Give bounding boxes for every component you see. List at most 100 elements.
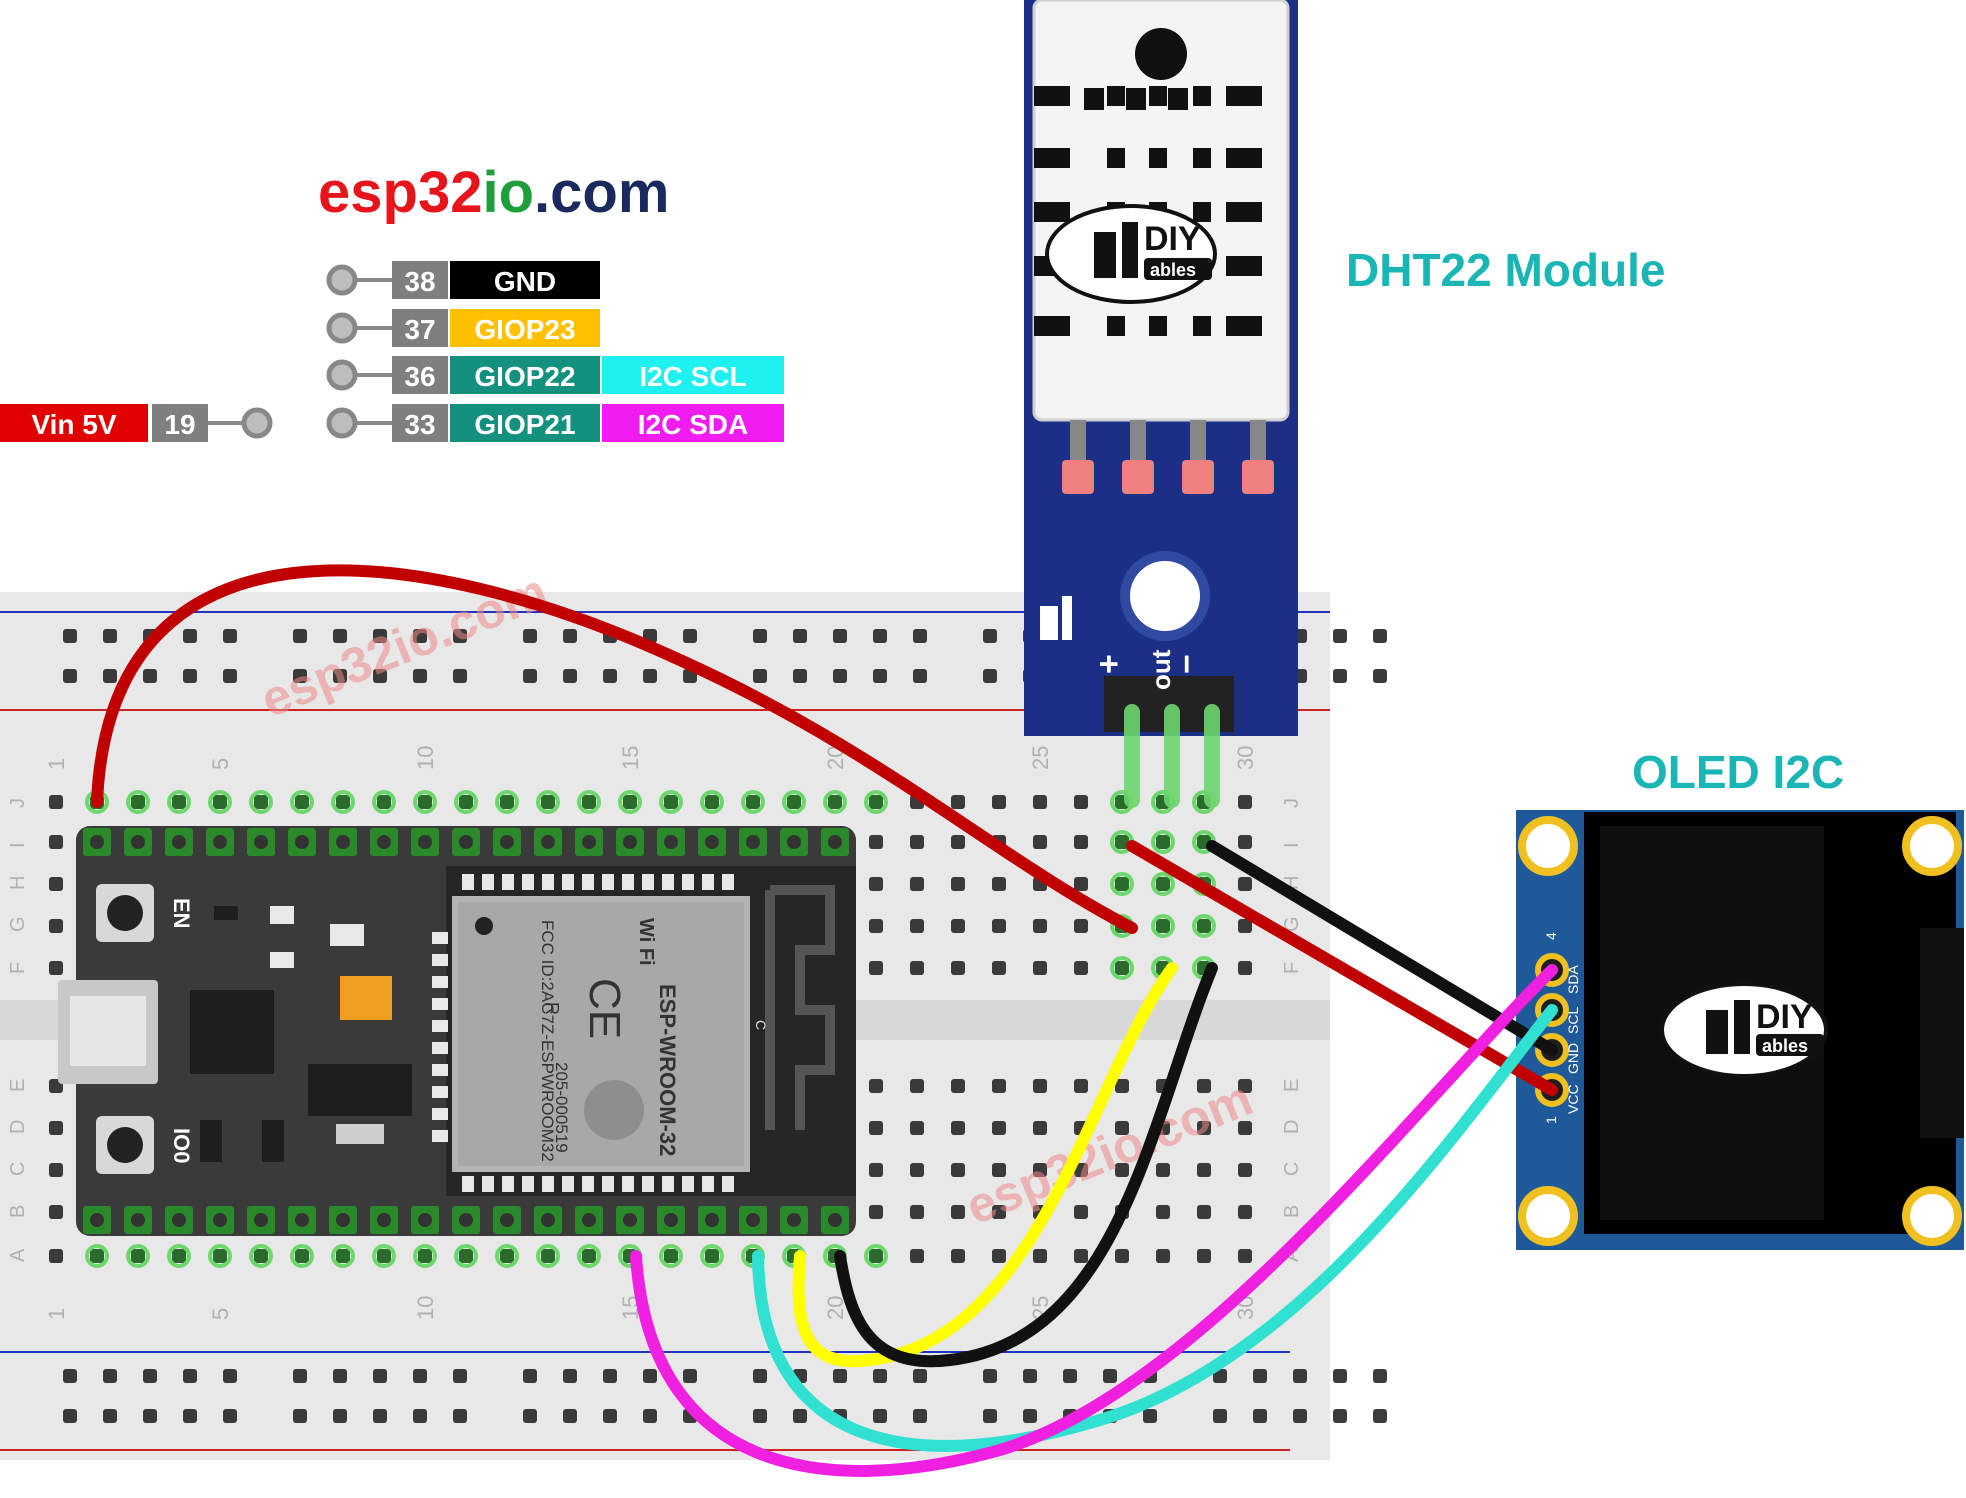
breadboard-hole[interactable] <box>1253 1369 1267 1383</box>
breadboard-hole[interactable] <box>413 669 427 683</box>
breadboard-hole[interactable] <box>833 1369 847 1383</box>
breadboard-hole[interactable] <box>1238 1163 1252 1177</box>
breadboard-hole[interactable] <box>1213 1409 1227 1423</box>
breadboard-hole[interactable] <box>1293 1409 1307 1423</box>
breadboard-hole[interactable] <box>500 1249 514 1263</box>
breadboard-hole[interactable] <box>418 1249 432 1263</box>
breadboard-hole[interactable] <box>1253 1409 1267 1423</box>
breadboard-hole[interactable] <box>951 1163 965 1177</box>
breadboard-hole[interactable] <box>603 1369 617 1383</box>
breadboard-hole[interactable] <box>1074 919 1088 933</box>
breadboard-hole[interactable] <box>183 669 197 683</box>
breadboard-hole[interactable] <box>1156 1163 1170 1177</box>
breadboard-hole[interactable] <box>373 629 387 643</box>
breadboard-hole[interactable] <box>910 1079 924 1093</box>
breadboard-hole[interactable] <box>183 1369 197 1383</box>
io0-button[interactable] <box>96 1116 154 1174</box>
breadboard-hole[interactable] <box>333 629 347 643</box>
breadboard-hole[interactable] <box>453 669 467 683</box>
breadboard-hole[interactable] <box>1333 629 1347 643</box>
breadboard-hole[interactable] <box>913 669 927 683</box>
breadboard-hole[interactable] <box>90 1249 104 1263</box>
breadboard-hole[interactable] <box>293 629 307 643</box>
breadboard-hole[interactable] <box>992 877 1006 891</box>
breadboard-hole[interactable] <box>1033 835 1047 849</box>
breadboard-hole[interactable] <box>869 961 883 975</box>
breadboard-hole[interactable] <box>793 1409 807 1423</box>
breadboard-hole[interactable] <box>1033 795 1047 809</box>
breadboard-hole[interactable] <box>49 795 63 809</box>
breadboard-hole[interactable] <box>1238 961 1252 975</box>
breadboard-hole[interactable] <box>992 1079 1006 1093</box>
breadboard-hole[interactable] <box>869 1079 883 1093</box>
breadboard-hole[interactable] <box>49 1249 63 1263</box>
breadboard-hole[interactable] <box>873 669 887 683</box>
breadboard-hole[interactable] <box>1238 795 1252 809</box>
breadboard-hole[interactable] <box>1156 919 1170 933</box>
breadboard-hole[interactable] <box>523 1409 537 1423</box>
breadboard-hole[interactable] <box>103 669 117 683</box>
breadboard-hole[interactable] <box>373 1409 387 1423</box>
breadboard-hole[interactable] <box>1103 1369 1117 1383</box>
breadboard-hole[interactable] <box>951 919 965 933</box>
breadboard-hole[interactable] <box>1156 1249 1170 1263</box>
breadboard-hole[interactable] <box>1238 1249 1252 1263</box>
breadboard-hole[interactable] <box>793 629 807 643</box>
breadboard-hole[interactable] <box>223 669 237 683</box>
breadboard-hole[interactable] <box>453 1369 467 1383</box>
breadboard-hole[interactable] <box>1115 1163 1129 1177</box>
breadboard-hole[interactable] <box>333 1409 347 1423</box>
breadboard-hole[interactable] <box>913 629 927 643</box>
breadboard-hole[interactable] <box>143 669 157 683</box>
breadboard-hole[interactable] <box>913 1369 927 1383</box>
breadboard-hole[interactable] <box>913 1409 927 1423</box>
breadboard-hole[interactable] <box>563 1369 577 1383</box>
breadboard-hole[interactable] <box>336 1249 350 1263</box>
breadboard-hole[interactable] <box>49 1163 63 1177</box>
breadboard-hole[interactable] <box>1023 1409 1037 1423</box>
breadboard-hole[interactable] <box>869 1205 883 1219</box>
breadboard-hole[interactable] <box>992 1205 1006 1219</box>
breadboard-hole[interactable] <box>1033 919 1047 933</box>
breadboard-hole[interactable] <box>541 1249 555 1263</box>
breadboard-hole[interactable] <box>172 1249 186 1263</box>
breadboard-hole[interactable] <box>873 629 887 643</box>
breadboard-hole[interactable] <box>373 1369 387 1383</box>
breadboard-hole[interactable] <box>1115 835 1129 849</box>
breadboard-hole[interactable] <box>1373 669 1387 683</box>
breadboard-hole[interactable] <box>705 1249 719 1263</box>
breadboard-hole[interactable] <box>49 919 63 933</box>
breadboard-hole[interactable] <box>992 795 1006 809</box>
breadboard-hole[interactable] <box>1238 877 1252 891</box>
breadboard-hole[interactable] <box>459 795 473 809</box>
breadboard-hole[interactable] <box>336 795 350 809</box>
breadboard-hole[interactable] <box>910 1121 924 1135</box>
breadboard-hole[interactable] <box>869 1163 883 1177</box>
breadboard-hole[interactable] <box>131 795 145 809</box>
breadboard-hole[interactable] <box>453 629 467 643</box>
breadboard-hole[interactable] <box>1115 1249 1129 1263</box>
breadboard-hole[interactable] <box>910 877 924 891</box>
breadboard-hole[interactable] <box>753 629 767 643</box>
breadboard-hole[interactable] <box>293 1369 307 1383</box>
breadboard-hole[interactable] <box>753 1409 767 1423</box>
breadboard-hole[interactable] <box>373 669 387 683</box>
breadboard-hole[interactable] <box>143 1369 157 1383</box>
breadboard-hole[interactable] <box>1333 669 1347 683</box>
breadboard-hole[interactable] <box>1033 1249 1047 1263</box>
breadboard-hole[interactable] <box>131 1249 145 1263</box>
breadboard-hole[interactable] <box>1197 1163 1211 1177</box>
breadboard-hole[interactable] <box>1373 1369 1387 1383</box>
breadboard-hole[interactable] <box>63 669 77 683</box>
breadboard-hole[interactable] <box>1213 1369 1227 1383</box>
breadboard-hole[interactable] <box>413 629 427 643</box>
breadboard-hole[interactable] <box>293 669 307 683</box>
breadboard-hole[interactable] <box>582 1249 596 1263</box>
breadboard-hole[interactable] <box>910 919 924 933</box>
breadboard-hole[interactable] <box>643 669 657 683</box>
breadboard-hole[interactable] <box>563 1409 577 1423</box>
breadboard-hole[interactable] <box>223 1369 237 1383</box>
breadboard-hole[interactable] <box>1373 629 1387 643</box>
breadboard-hole[interactable] <box>1373 1409 1387 1423</box>
breadboard-hole[interactable] <box>1197 1249 1211 1263</box>
